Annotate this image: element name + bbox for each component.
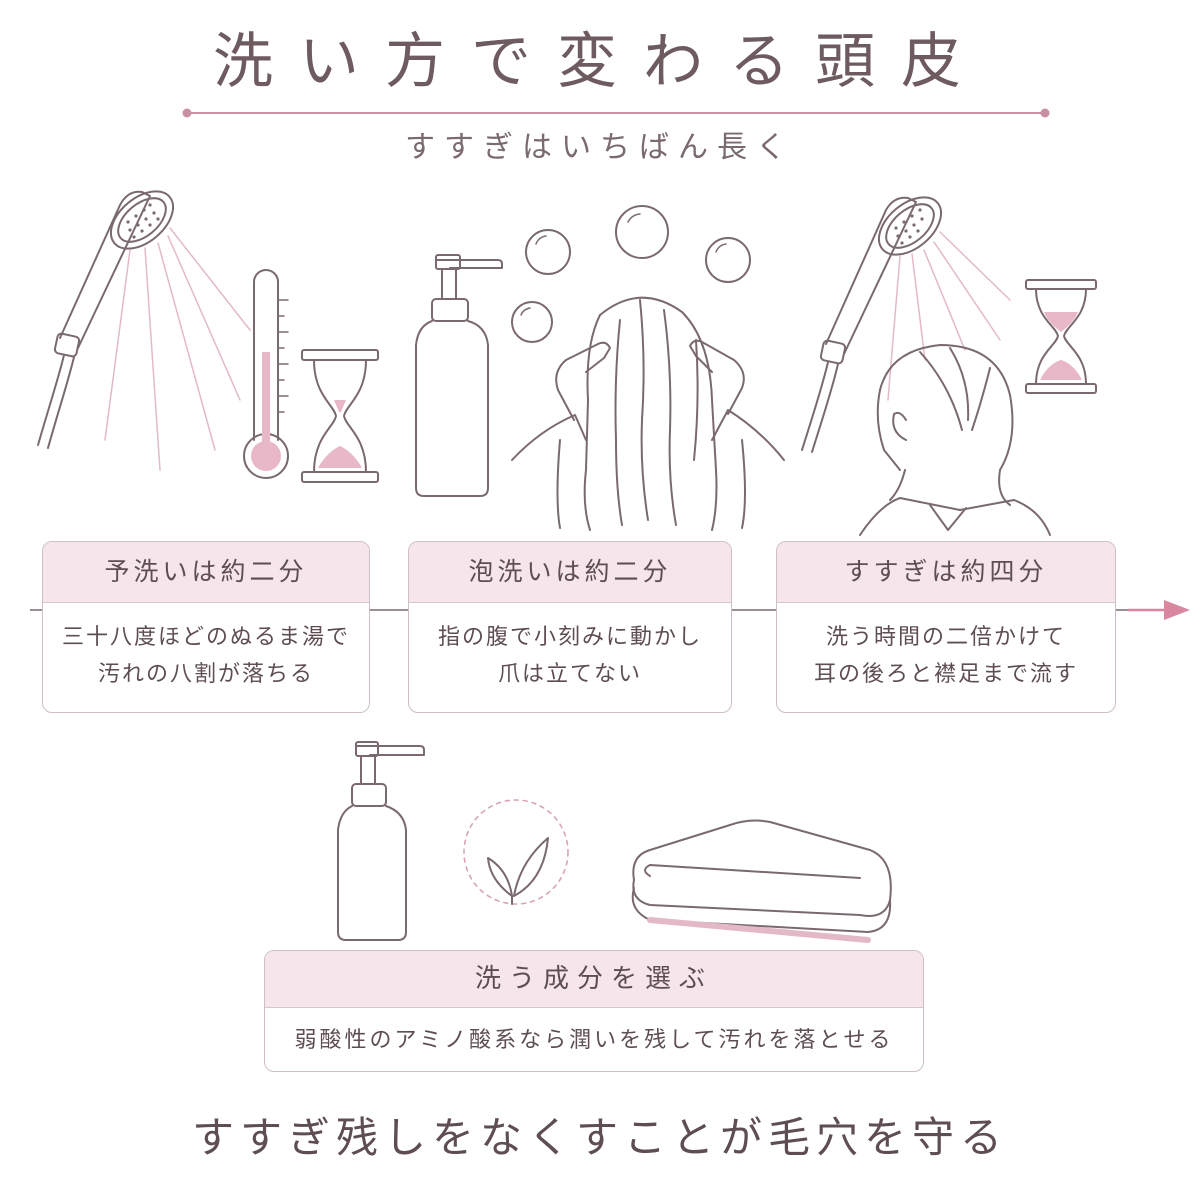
page-subtitle: すすぎはいちばん長く <box>405 130 795 165</box>
step-description: 指の腹で小刻みに動かし 爪は立てない <box>437 625 702 687</box>
ingredients-label: 洗う成分を選ぶ <box>265 951 923 1008</box>
pump-bottle-icon <box>337 741 425 941</box>
towel-icon <box>631 819 892 943</box>
pump-bottle-icon <box>415 254 503 497</box>
step-label: すすぎは約四分 <box>777 542 1115 603</box>
page-title: 洗い方で変わる頭皮 <box>213 27 987 97</box>
ingredients-card: 洗う成分を選ぶ 弱酸性のアミノ酸系なら潤いを残して汚れを落とせる <box>264 950 924 1072</box>
water-spray <box>887 231 1011 401</box>
hourglass-icon <box>1025 279 1097 394</box>
shower-head-icon <box>37 190 174 449</box>
step-description: 洗う時間の二倍かけて 耳の後ろと襟足まで流す <box>813 625 1078 687</box>
step-label: 泡洗いは約二分 <box>409 542 731 603</box>
bubbles-icon <box>511 205 751 343</box>
water-spray <box>104 227 251 471</box>
arrow-right-icon <box>1164 600 1190 620</box>
ingredients-description: 弱酸性のアミノ酸系なら潤いを残して汚れを落とせる <box>294 1028 894 1053</box>
step-card-prewash: 予洗いは約二分 三十八度ほどのぬるま湯で 汚れの八割が落ちる <box>42 541 370 713</box>
thermometer-icon <box>243 269 289 479</box>
title-divider <box>182 108 1050 118</box>
step-card-foam-wash: 泡洗いは約二分 指の腹で小刻みに動かし 爪は立てない <box>408 541 732 713</box>
leaf-icon <box>463 799 569 905</box>
shower-head-icon <box>801 196 942 453</box>
hourglass-icon <box>301 349 379 483</box>
step-label: 予洗いは約二分 <box>43 542 369 603</box>
woman-washing-hair-icon <box>511 296 785 531</box>
step-description: 三十八度ほどのぬるま湯で 汚れの八割が落ちる <box>61 625 350 687</box>
footer-message: すすぎ残しをなくすことが毛穴を守る <box>191 1113 1008 1162</box>
woman-rinsing-icon <box>859 344 1051 536</box>
step-card-rinse: すすぎは約四分 洗う時間の二倍かけて 耳の後ろと襟足まで流す <box>776 541 1116 713</box>
